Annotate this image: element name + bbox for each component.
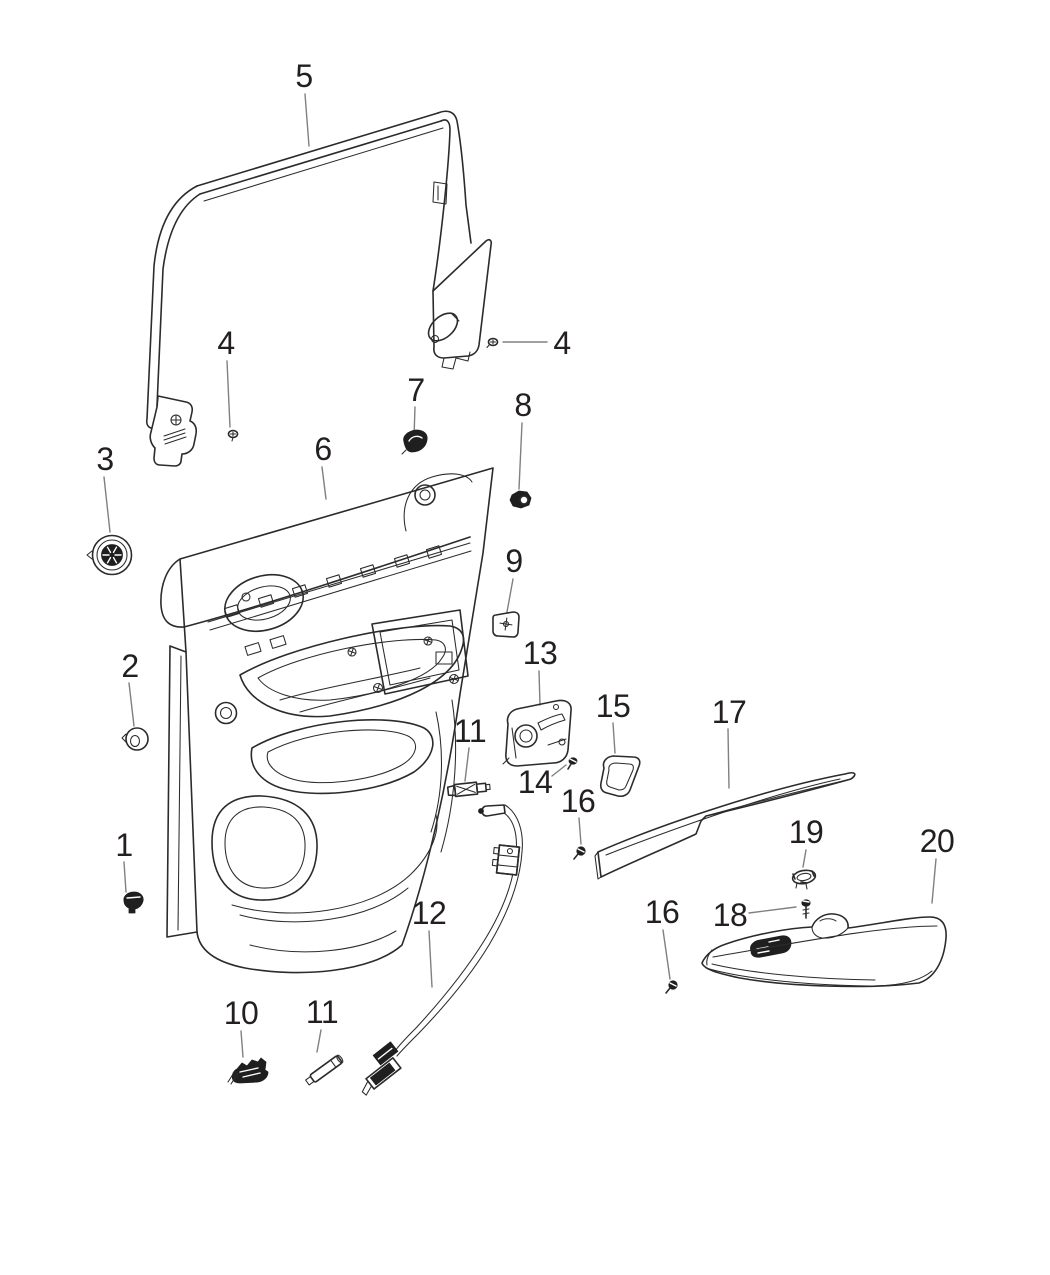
callout-11-mid: 11 [453,713,487,749]
part-9-snap-nut-drawing [492,611,520,638]
callout-20: 20 [919,823,955,859]
leader-17 [727,728,730,789]
leader-3 [103,476,111,533]
part-4-screw-right-drawing [486,337,499,349]
leader-8 [518,422,523,490]
part-11-connector-drawing [446,781,491,798]
leader-20 [931,858,937,904]
callout-14: 14 [517,764,553,800]
callout-1: 1 [115,827,133,863]
leader-16-upper [578,817,582,845]
leader-13 [538,670,541,706]
leader-2 [128,682,135,727]
part-17-trim-applique-drawing [594,772,856,880]
callout-17: 17 [711,694,747,730]
part-12-cable-drawing [361,804,523,1096]
part-18-screw-drawing [801,899,811,919]
leader-6 [321,466,327,500]
leader-12 [428,930,433,988]
leader-4-left [226,360,231,428]
part-13-inside-handle-drawing [502,699,572,767]
part-11-pin-drawing [305,1054,344,1086]
part-16-screw-upper-drawing [573,846,586,860]
callout-18: 18 [712,897,748,933]
part-20-armrest-drawing [701,913,947,988]
leader-19 [802,849,807,868]
callout-3: 3 [96,441,114,477]
callout-2: 2 [121,648,139,684]
leader-18 [748,906,797,914]
callout-13: 13 [522,635,558,671]
part-8-nut-drawing [509,490,532,509]
leader-lines [103,93,937,1058]
leader-14 [551,764,567,777]
callout-4-left: 4 [217,325,235,361]
leader-11-mid [464,747,470,782]
callout-5: 5 [295,58,313,94]
part-14-screw-drawing [567,757,578,770]
leader-10 [240,1030,244,1058]
callout-9: 9 [505,543,523,579]
leader-9 [506,578,514,613]
part-2-grommet-drawing [121,727,149,751]
callout-15: 15 [595,688,631,724]
callout-19: 19 [788,814,824,850]
part-5-window-frame-molding-drawing [145,110,493,467]
callout-7: 7 [407,372,425,408]
callout-4-right: 4 [553,325,571,361]
part-3-round-clip-drawing [86,534,133,576]
leader-11-bottom [316,1029,322,1053]
part-4-screw-left-drawing [227,429,239,442]
part-6-door-trim-panel-drawing [160,467,494,974]
leader-16-lower [662,929,671,980]
part-16-screw-lower-drawing [665,980,678,994]
part-1-clip-drawing [123,891,144,914]
part-15-bezel-drawing [599,755,641,798]
callout-11-bottom: 11 [305,994,339,1030]
leader-15 [612,722,616,754]
callout-16-upper: 16 [560,783,596,819]
callout-8: 8 [514,387,532,423]
callout-16-lower: 16 [644,894,680,930]
callout-12: 12 [411,895,447,931]
leader-1 [123,861,127,893]
callout-6: 6 [314,431,332,467]
callout-10: 10 [223,995,259,1031]
leader-5 [304,93,310,147]
part-7-clip-drawing [401,429,428,455]
part-19-clip-drawing [791,869,817,890]
part-10-bracket-drawing [227,1057,269,1085]
